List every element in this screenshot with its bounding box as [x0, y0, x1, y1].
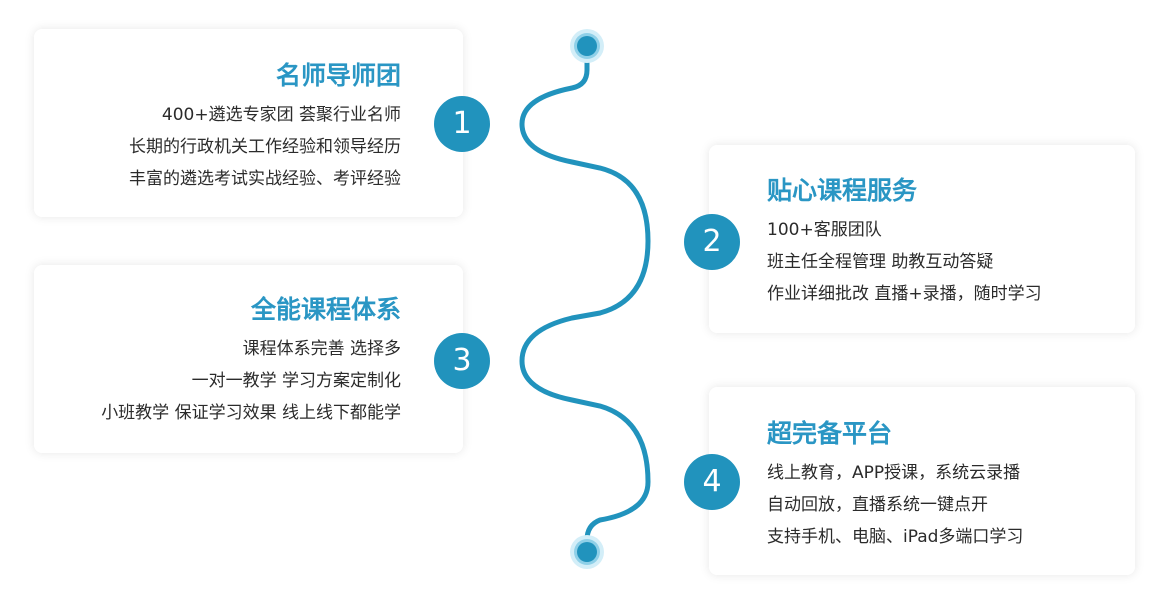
step-number-badge: 1: [434, 96, 490, 152]
card-lines: 400+遴选专家团 荟聚行业名师 长期的行政机关工作经验和领导经历 丰富的遴选考…: [34, 99, 401, 195]
timeline-start-dot-icon: [570, 29, 604, 63]
feature-card-course-service: 贴心课程服务 100+客服团队 班主任全程管理 助教互动答疑 作业详细批改 直播…: [709, 145, 1135, 333]
timeline-curve: [519, 43, 651, 555]
card-line: 作业详细批改 直播+录播，随时学习: [767, 284, 1042, 304]
feature-card-course-system: 全能课程体系 课程体系完善 选择多 一对一教学 学习方案定制化 小班教学 保证学…: [34, 265, 463, 453]
card-line: 长期的行政机关工作经验和领导经历: [129, 137, 401, 157]
card-line: 100+客服团队: [767, 220, 882, 240]
card-line: 丰富的遴选考试实战经验、考评经验: [129, 169, 401, 189]
step-number-badge: 3: [434, 333, 490, 389]
step-number-badge: 4: [684, 454, 740, 510]
card-line: 线上教育，APP授课，系统云录播: [767, 463, 1021, 483]
card-line: 班主任全程管理 助教互动答疑: [767, 252, 994, 272]
card-title: 全能课程体系: [250, 295, 401, 324]
card-title: 贴心课程服务: [767, 176, 918, 205]
card-lines: 100+客服团队 班主任全程管理 助教互动答疑 作业详细批改 直播+录播，随时学…: [767, 214, 1135, 310]
step-number-badge: 2: [684, 214, 740, 270]
card-line: 小班教学 保证学习效果 线上线下都能学: [101, 403, 401, 423]
card-lines: 线上教育，APP授课，系统云录播 自动回放，直播系统一键点开 支持手机、电脑、i…: [767, 457, 1135, 553]
card-title: 名师导师团: [275, 61, 401, 90]
card-line: 支持手机、电脑、iPad多端口学习: [767, 527, 1024, 547]
card-lines: 课程体系完善 选择多 一对一教学 学习方案定制化 小班教学 保证学习效果 线上线…: [34, 333, 401, 429]
feature-card-platform: 超完备平台 线上教育，APP授课，系统云录播 自动回放，直播系统一键点开 支持手…: [709, 387, 1135, 575]
feature-card-mentor-team: 名师导师团 400+遴选专家团 荟聚行业名师 长期的行政机关工作经验和领导经历 …: [34, 29, 463, 217]
card-line: 课程体系完善 选择多: [242, 339, 401, 359]
timeline-end-dot-icon: [570, 535, 604, 569]
card-line: 400+遴选专家团 荟聚行业名师: [161, 105, 401, 125]
card-title: 超完备平台: [767, 419, 893, 448]
card-line: 自动回放，直播系统一键点开: [767, 495, 988, 515]
card-line: 一对一教学 学习方案定制化: [191, 371, 401, 391]
